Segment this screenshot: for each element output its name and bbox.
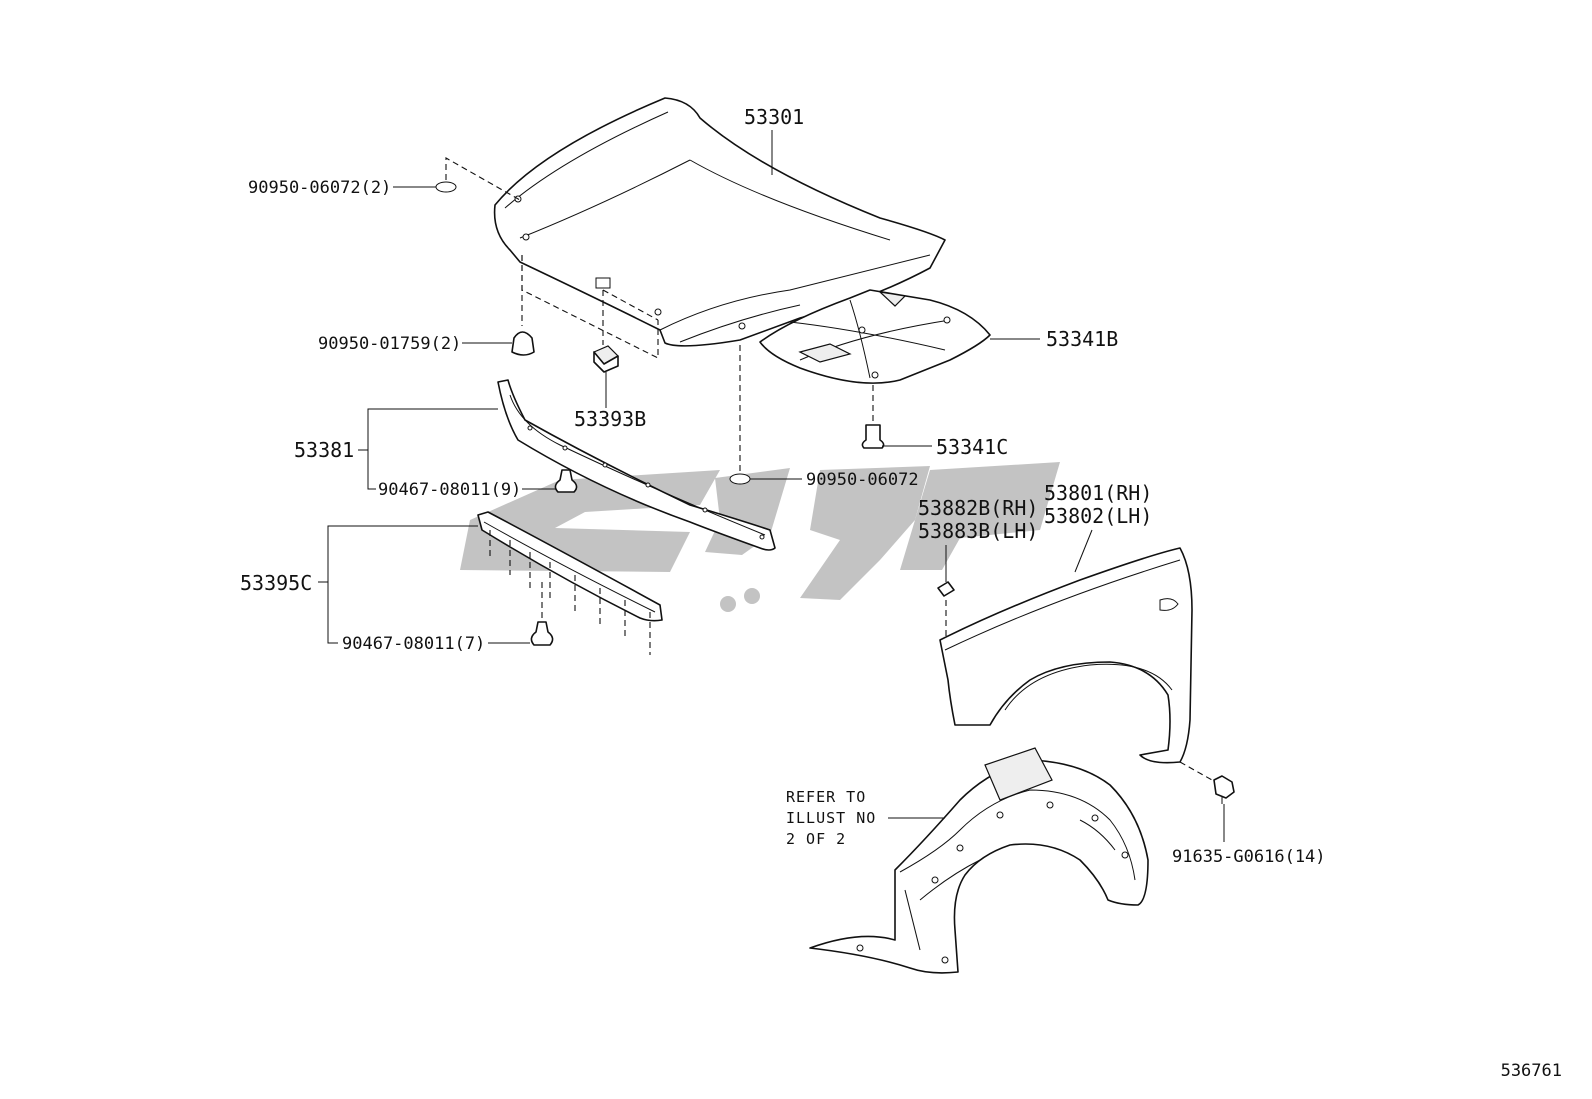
label-hood-cushion[interactable]: 53393B bbox=[574, 407, 646, 431]
bumper-cushion-part[interactable] bbox=[511, 255, 535, 356]
refer-note-line-2: ILLUST NO bbox=[786, 809, 876, 827]
label-fender-lh[interactable]: 53802(LH) bbox=[1044, 504, 1152, 528]
label-plug-hood-top[interactable]: 90950-06072(2) bbox=[248, 178, 391, 198]
label-fender-plate-rh[interactable]: 53882B(RH) bbox=[918, 496, 1038, 520]
clip-upper-part[interactable] bbox=[554, 469, 578, 493]
fender-plate-part[interactable] bbox=[937, 581, 955, 597]
label-lower-seal[interactable]: 53395C bbox=[240, 571, 312, 595]
label-insulator-retainer[interactable]: 53341C bbox=[936, 435, 1008, 459]
drawing-number: 536761 bbox=[1500, 1061, 1562, 1081]
label-fender-plate-lh[interactable]: 53883B(LH) bbox=[918, 519, 1038, 543]
hood-seal-part[interactable] bbox=[497, 379, 776, 551]
fender-bolt-part[interactable] bbox=[1213, 775, 1235, 804]
label-bumper-cushion[interactable]: 90950-01759(2) bbox=[318, 334, 461, 354]
hood-insulator-part[interactable] bbox=[759, 289, 991, 384]
part-labels: 53301 90950-06072(2) 90950-01759(2) 5339… bbox=[240, 105, 1326, 867]
clip-lower-part[interactable] bbox=[530, 582, 554, 646]
refer-note-line-1: REFER TO bbox=[786, 788, 866, 806]
fender-liner-part[interactable] bbox=[809, 747, 1149, 974]
label-hood-insulator[interactable]: 53341B bbox=[1046, 327, 1118, 351]
hood-assembly-lines bbox=[521, 255, 659, 359]
hood-cushion-part[interactable] bbox=[593, 290, 619, 373]
hood-part[interactable] bbox=[493, 97, 946, 347]
insulator-retainer-part[interactable] bbox=[861, 385, 885, 449]
front-fender-part[interactable] bbox=[939, 547, 1213, 781]
refer-note-line-3: 2 OF 2 bbox=[786, 830, 846, 848]
hood-plug-bottom-part[interactable] bbox=[729, 345, 751, 485]
label-hood-seal[interactable]: 53381 bbox=[294, 438, 354, 462]
label-clip-upper[interactable]: 90467-08011(9) bbox=[378, 480, 521, 500]
label-fender-rh[interactable]: 53801(RH) bbox=[1044, 481, 1152, 505]
label-hood[interactable]: 53301 bbox=[744, 105, 804, 129]
label-plug-hood-bottom[interactable]: 90950-06072 bbox=[806, 470, 919, 490]
lower-seal-part[interactable] bbox=[477, 511, 663, 655]
label-fender-bolt[interactable]: 91635-G0616(14) bbox=[1172, 847, 1326, 867]
label-clip-lower[interactable]: 90467-08011(7) bbox=[342, 634, 485, 654]
refer-note: REFER TO ILLUST NO 2 OF 2 bbox=[786, 788, 876, 848]
leader-lines bbox=[318, 130, 1225, 842]
